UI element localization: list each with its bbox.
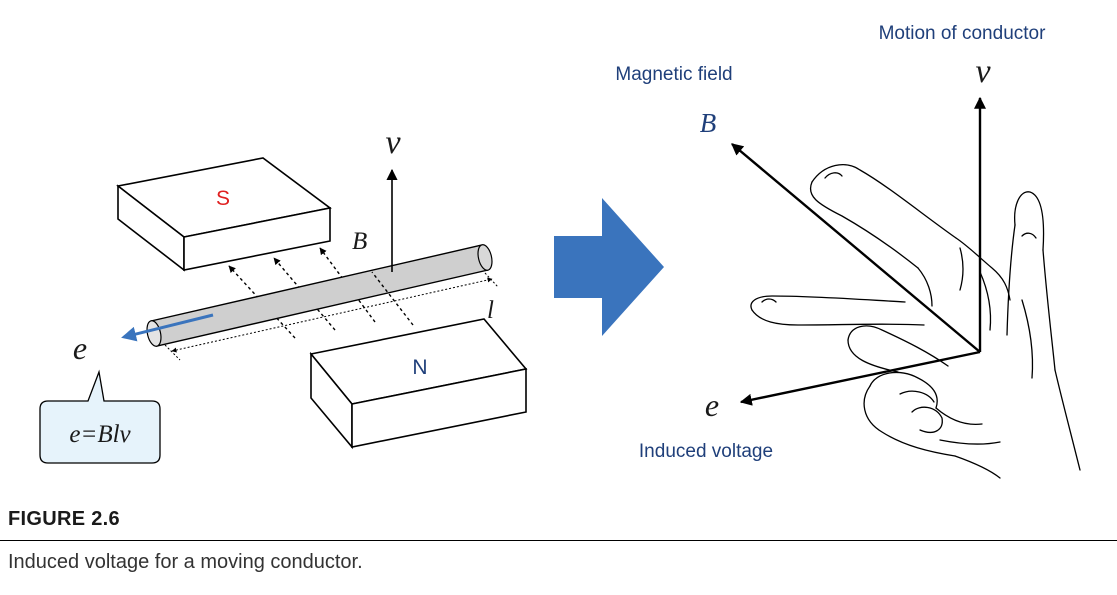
north-pole-magnet: N — [309, 318, 528, 450]
north-pole-label: N — [412, 356, 427, 379]
emf-axis-arrow — [739, 350, 981, 406]
south-pole-label: S — [216, 187, 230, 210]
motion-symbol: v — [975, 53, 991, 90]
field-axis-arrow — [731, 143, 981, 353]
velocity-symbol: v — [385, 124, 401, 161]
formula-text: e=Blv — [69, 421, 131, 448]
emf-axis-symbol: e — [705, 387, 719, 423]
field-symbol: B — [352, 228, 367, 255]
length-dimension — [164, 272, 499, 361]
induced-current-arrow — [121, 313, 214, 342]
field-line — [371, 271, 414, 326]
emf-symbol: e — [73, 330, 87, 366]
south-pole-magnet: S — [116, 157, 332, 272]
figure-caption: Induced voltage for a moving conductor. — [8, 551, 363, 573]
motion-label: Motion of conductor — [879, 23, 1047, 44]
transform-arrow — [554, 198, 664, 336]
induced-label: Induced voltage — [639, 441, 773, 462]
field-axis-symbol: B — [700, 108, 717, 138]
field-line — [273, 257, 336, 331]
caption-divider — [0, 540, 1117, 541]
length-symbol: l — [487, 297, 494, 324]
field-label: Magnetic field — [615, 64, 732, 85]
figure-number: FIGURE 2.6 — [8, 508, 120, 530]
induction-diagram: S N v B l e e=Blv — [39, 23, 1081, 479]
right-hand-drawing — [750, 164, 1081, 479]
formula-callout: e=Blv — [39, 369, 161, 464]
